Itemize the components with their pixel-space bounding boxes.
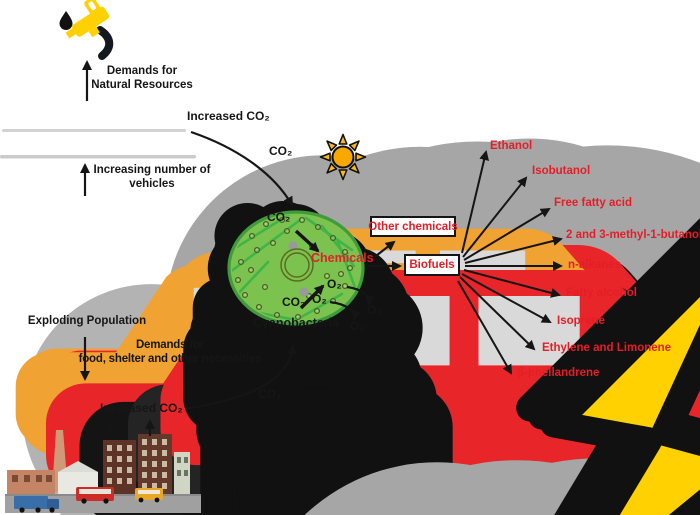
product-ethylene-limonene: Ethylene and Limonene <box>542 342 672 354</box>
product-isoprene: Isoprene <box>557 315 605 327</box>
traffic-jam-icon <box>0 129 700 515</box>
arrow-co2-to-chemicals-bottom <box>299 284 325 310</box>
nucleoid-ring-inner <box>284 252 310 278</box>
nucleoid-ring <box>280 248 314 282</box>
sun-icon <box>319 133 367 181</box>
co2-flux-label-bottom-curve: CO₂ <box>258 387 282 401</box>
exploding-population-label: Exploding Population <box>27 315 147 327</box>
demands-natural-resources-label: Demands for Natural Resources <box>91 65 193 91</box>
increasing-vehicles-label: Increasing number of vehicles <box>93 164 211 190</box>
biofuels-fan-arrows <box>457 150 563 375</box>
o2-label-outside-1: O₂ <box>367 303 382 317</box>
co2-label-cell-bottom: CO₂ <box>282 295 306 309</box>
granule-dot <box>288 241 298 251</box>
biofuels-label: Biofuels <box>409 259 455 271</box>
fuel-hose <box>96 26 114 60</box>
arrow-biofuels-to-product-7 <box>461 273 552 323</box>
arrow-biofuels-to-product-3 <box>463 207 551 261</box>
product-fatty-alcohol: Fatty alcohol <box>566 287 637 299</box>
product-isobutanol: Isobutanol <box>532 165 591 177</box>
arrow-biofuels-to-product-4 <box>464 236 563 264</box>
cyanobacteria-cell-icon <box>227 210 365 326</box>
carboxysome-dots <box>234 216 354 321</box>
product-free-fatty-acid: Free fatty acid <box>554 197 632 209</box>
demands-food-shelter-label: Demands for food, shelter and other nece… <box>78 339 262 365</box>
co2-flux-label-top-curve: CO₂ <box>269 144 293 158</box>
arrow-biofuels-to-product-9 <box>457 280 512 375</box>
arrow-biofuels-to-product-1 <box>461 150 490 254</box>
arrow-biofuels-to-product-2 <box>462 176 528 258</box>
factory-city-icon <box>5 430 700 515</box>
arrow-biofuels-to-product-6 <box>463 269 561 298</box>
oil-drop-icon <box>59 11 73 31</box>
arrow-co2-top-curve <box>190 130 293 207</box>
granule-dot <box>299 287 309 297</box>
other-chemicals-box: Other chemicals <box>368 216 458 237</box>
arrow-o2-out-1 <box>346 285 375 306</box>
biofuels-box: Biofuels <box>404 254 460 276</box>
fuel-nozzle-icon <box>59 0 114 60</box>
product-ethanol: Ethanol <box>490 140 533 152</box>
product-n-alkanes: n-alkanes <box>568 259 622 271</box>
co2-label-cell-top: CO₂ <box>267 210 291 224</box>
arrow-chemicals-to-other <box>371 240 396 260</box>
arrow-co2-bottom-curve <box>185 344 297 411</box>
product-methyl-butanol: 2 and 3-methyl-1-butanol <box>566 229 700 241</box>
product-beta-phellandrene: β-phellandrene <box>517 367 600 379</box>
arrow-o2-out-2 <box>329 300 361 321</box>
increased-co2-label-top: Increased CO₂ <box>187 109 270 123</box>
arrow-co2-to-chemicals-top <box>294 229 320 253</box>
cyanobacteria-label: Cyanobacteria <box>252 316 340 330</box>
o2-label-inside-2: O₂ <box>312 292 327 306</box>
arrow-biofuels-to-product-8 <box>459 276 536 351</box>
o2-label-outside-2: O₂ <box>350 319 365 333</box>
chemicals-label: Chemicals <box>311 251 374 265</box>
other-chemicals-label: Other chemicals <box>368 220 458 233</box>
increased-co2-label-bottom: Increased CO₂ <box>100 401 183 415</box>
o2-label-inside-1: O₂ <box>327 277 342 291</box>
